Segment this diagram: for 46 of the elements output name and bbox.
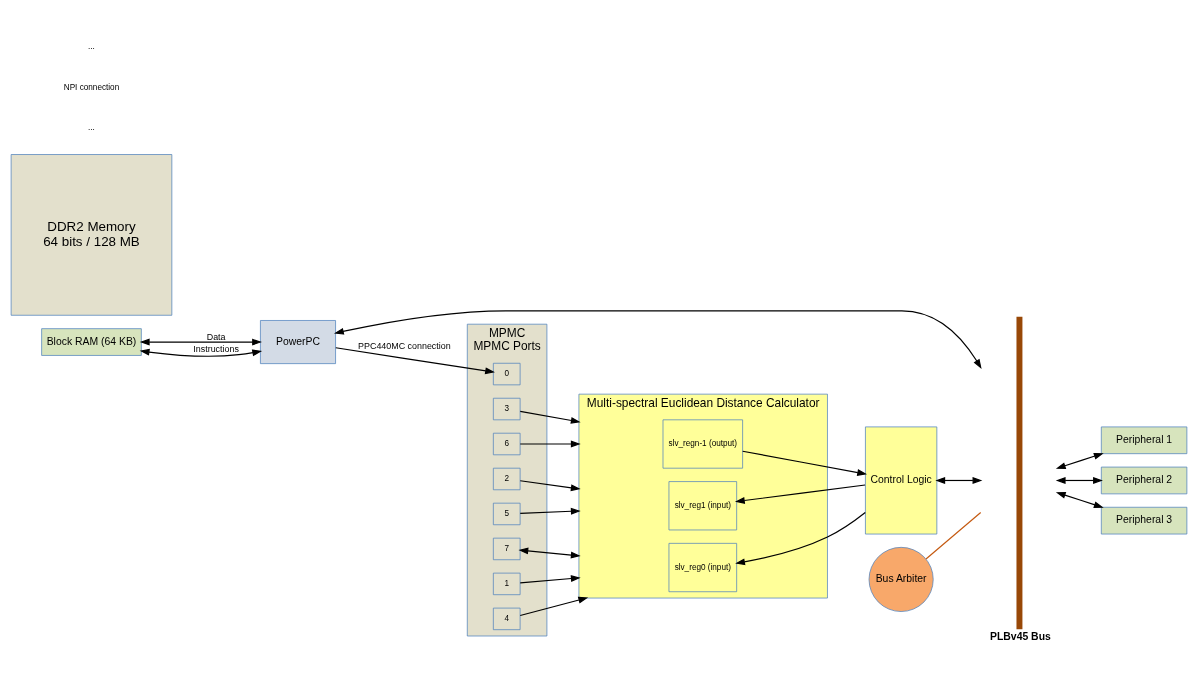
arrow <box>139 348 263 357</box>
node-circle: Bus Arbiter <box>868 546 934 612</box>
arrow <box>335 346 495 374</box>
arrow <box>519 440 581 447</box>
arrow <box>518 547 581 558</box>
node-box: PowerPC <box>260 319 336 364</box>
node-box: 5 <box>492 502 521 525</box>
arrow <box>519 574 581 583</box>
arrow <box>139 338 262 345</box>
node-box: 0 <box>492 362 521 385</box>
arrow <box>1055 476 1103 484</box>
arrow <box>935 476 983 484</box>
node-box: 7 <box>492 537 521 560</box>
edge-label: Instructions <box>193 343 239 354</box>
arrow <box>734 483 866 504</box>
label: ... <box>88 122 95 132</box>
arrow <box>519 596 589 616</box>
arrow <box>333 309 982 369</box>
node-box: Peripheral 3 <box>1100 506 1188 534</box>
arrow <box>735 511 866 565</box>
node-box: slv_reg0 (input) <box>668 542 738 592</box>
node-box: 6 <box>492 432 521 455</box>
arrow <box>519 410 581 424</box>
label: ... <box>88 41 95 51</box>
node-label: PLBv45 Bus <box>990 630 1051 642</box>
node-box: Peripheral 2 <box>1100 466 1188 494</box>
node-box: 3 <box>492 397 521 420</box>
node-box: Control Logic <box>865 426 938 534</box>
node-box: DDR2 Memory 64 bits / 128 MB <box>10 153 173 316</box>
node-box: slv_regn-1 (output) <box>662 418 743 469</box>
edge-label: PPC440MC connection <box>358 340 451 351</box>
node-box: 4 <box>492 607 521 630</box>
arrow <box>519 507 581 515</box>
node-box <box>1016 316 1023 629</box>
label: NPI connection <box>63 82 120 92</box>
arrow <box>1055 452 1104 469</box>
node-box: 1 <box>492 572 521 595</box>
arrow <box>742 450 868 476</box>
edge-label: Data <box>206 331 226 342</box>
connector <box>925 511 982 560</box>
node-box: slv_reg1 (input) <box>668 480 738 530</box>
node-box: 2 <box>492 467 521 490</box>
node-box: Peripheral 1 <box>1100 426 1188 454</box>
node-box: Block RAM (64 KB) <box>41 327 142 356</box>
arrow <box>1055 491 1104 508</box>
arrow <box>519 479 581 491</box>
